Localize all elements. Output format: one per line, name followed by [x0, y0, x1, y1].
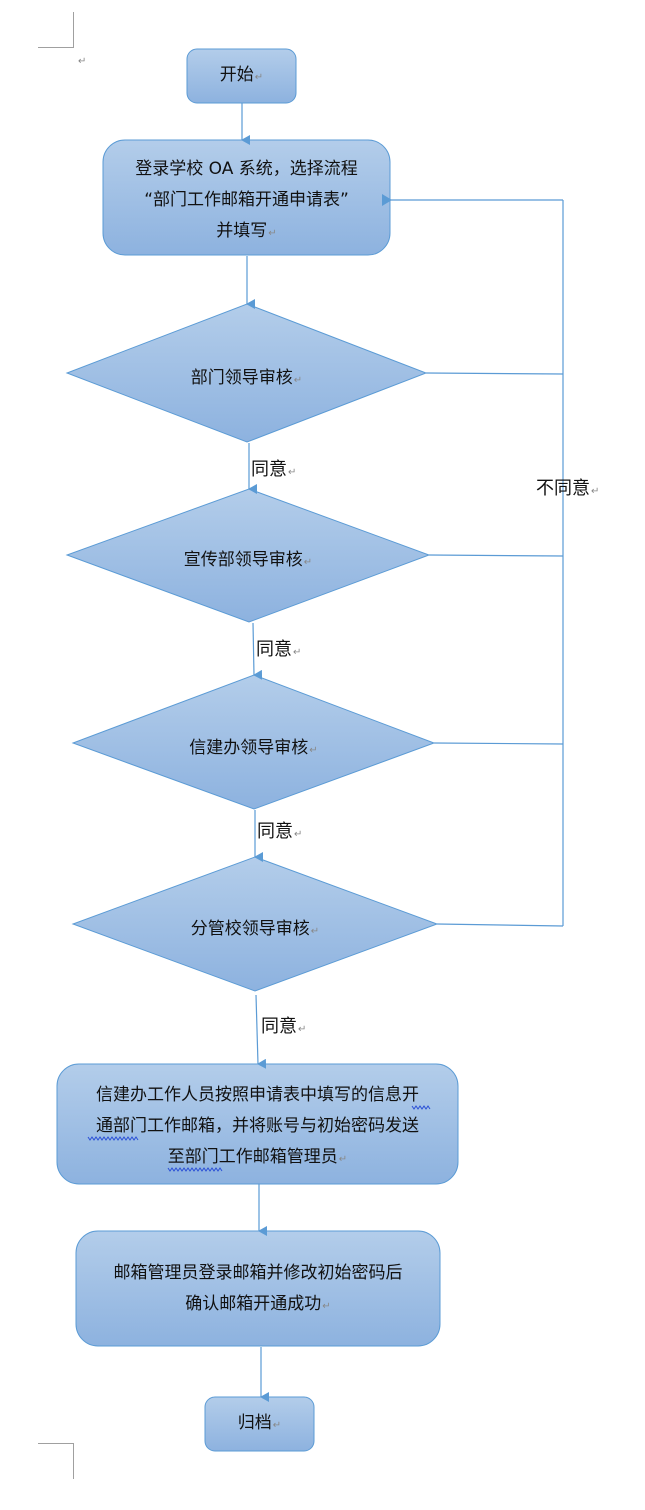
step2-line-3: 至部门工作邮箱管理员: [167, 1147, 338, 1167]
paragraph-mark: ↵: [303, 557, 313, 568]
paragraph-mark: ↵: [288, 467, 297, 478]
paragraph-mark: ↵: [310, 926, 320, 937]
step3-line-2: 确认邮箱开通成功: [185, 1294, 322, 1314]
step-confirm-text: 邮箱管理员登录邮箱并修改初始密码后 确认邮箱开通成功↵: [76, 1258, 440, 1322]
decision-dept-leader-label: 部门领导审核↵: [190, 368, 303, 388]
disagree-label: 不同意↵: [536, 478, 600, 499]
paragraph-mark: ↵: [322, 1301, 331, 1312]
agree-label-4: 同意↵: [261, 1016, 307, 1037]
reject-line-d4: [436, 923, 564, 927]
crop-mark-bottom-left: [38, 1443, 74, 1479]
step-open-mailbox-text: 信建办工作人员按照申请表中填写的信息开 通部门工作邮箱，并将账号与初始密码发送 …: [57, 1080, 458, 1175]
agree-label-2: 同意↵: [256, 639, 302, 660]
decision-publicity-leader-label: 宣传部领导审核↵: [183, 550, 313, 570]
reject-line-d3: [433, 742, 564, 745]
paragraph-mark: ↵: [268, 228, 277, 239]
connector-d4-to-step2: [255, 994, 267, 1069]
agree-label-3: 同意↵: [257, 821, 303, 842]
reject-line-d2: [428, 554, 564, 557]
paragraph-mark: ↵: [78, 56, 87, 67]
decision-publicity-leader: [65, 488, 431, 623]
spellcheck-squiggle: [167, 1167, 223, 1172]
spellcheck-squiggle: [87, 1136, 139, 1141]
end-label: 归档↵: [237, 1413, 282, 1433]
step1-line-3: 并填写: [216, 221, 268, 241]
step1-line-1: 登录学校 OA 系统，选择流程: [135, 159, 358, 179]
paragraph-mark: ↵: [294, 829, 303, 840]
paragraph-mark: ↵: [293, 647, 302, 658]
step1-line-2: “部门工作邮箱开通申请表”: [144, 190, 349, 210]
step3-line-1: 邮箱管理员登录邮箱并修改初始密码后: [113, 1263, 403, 1283]
paragraph-mark: ↵: [254, 72, 264, 83]
start-label: 开始↵: [219, 65, 264, 85]
step2-line-1: 信建办工作人员按照申请表中填写的信息开: [96, 1085, 419, 1105]
end-node: [204, 1396, 315, 1452]
spellcheck-squiggle: [411, 1105, 431, 1110]
crop-mark-top-left: [38, 12, 74, 48]
step2-line-2: 通部门工作邮箱，并将账号与初始密码发送: [96, 1116, 419, 1136]
reject-line-d1: [425, 372, 564, 375]
paragraph-mark: ↵: [338, 1154, 348, 1165]
paragraph-mark: ↵: [293, 375, 303, 386]
agree-label-1: 同意↵: [251, 459, 297, 480]
decision-school-leader: [71, 856, 439, 992]
decision-info-office-leader: [71, 674, 436, 810]
step-fill-form-text: 登录学校 OA 系统，选择流程 “部门工作邮箱开通申请表” 并填写↵: [103, 154, 390, 249]
paragraph-mark: ↵: [272, 1420, 282, 1431]
paragraph-mark: ↵: [298, 1024, 307, 1035]
paragraph-mark: ↵: [591, 486, 600, 497]
connector-d2-to-d3: [252, 622, 263, 680]
paragraph-mark: ↵: [309, 745, 318, 756]
decision-dept-leader: [65, 303, 428, 443]
decision-school-leader-label: 分管校领导审核↵: [190, 919, 320, 939]
decision-info-office-leader-label: 信建办领导审核↵: [189, 738, 318, 758]
